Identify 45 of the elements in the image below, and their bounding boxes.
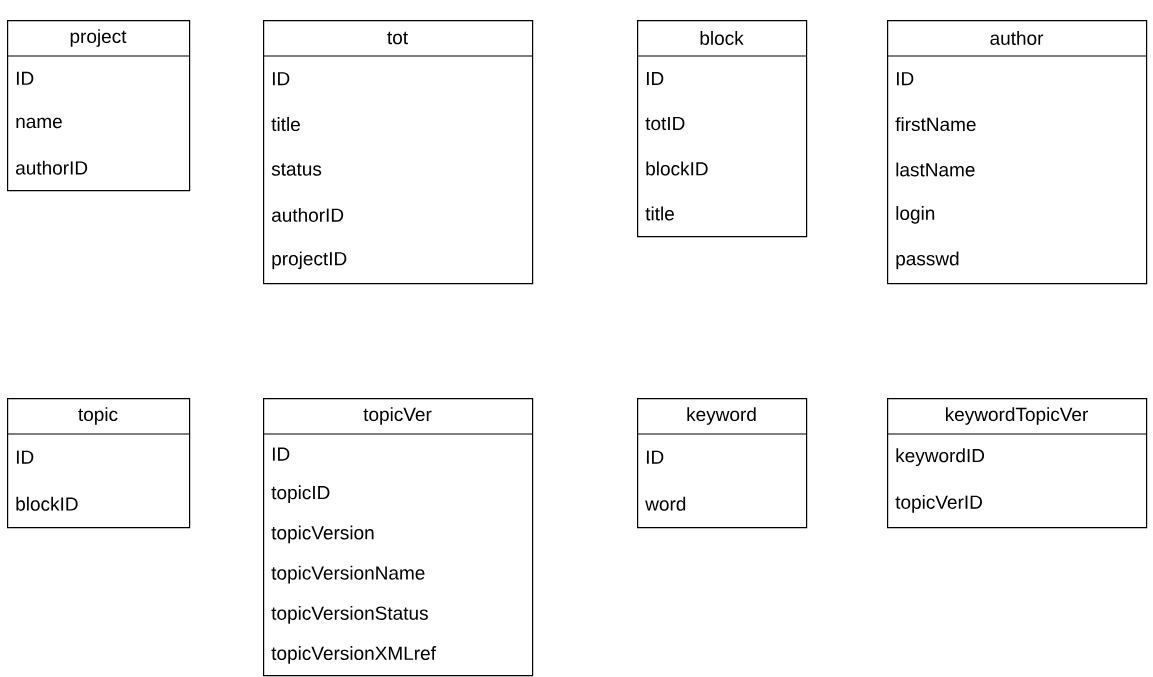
field-name: totID (645, 116, 685, 131)
field-name: projectID (272, 251, 347, 270)
field-name: ID (896, 72, 914, 86)
table-header: tot (387, 31, 408, 45)
table-header: keywordTopicVer (946, 407, 1088, 425)
field-name: topicVersionStatus (271, 605, 428, 624)
field-name: blockID (646, 161, 708, 176)
table-header: topic (78, 407, 118, 425)
field-name: passwd (896, 251, 959, 270)
table-box (6, 398, 191, 529)
field-name: ID (16, 450, 34, 464)
table-box (6, 20, 191, 192)
field-name: blockID (16, 496, 78, 511)
field-name: topicVersion (271, 525, 374, 544)
field-name: ID (272, 447, 290, 461)
table-header: topicVer (363, 407, 432, 425)
field-name: authorID (16, 160, 88, 175)
field-name: ID (646, 450, 664, 464)
table-header: author (990, 31, 1044, 45)
table-box (262, 398, 534, 677)
field-name: login (896, 206, 935, 224)
field-name: title (645, 206, 674, 221)
field-name: ID (272, 72, 290, 86)
table-header: keyword (687, 407, 756, 425)
field-name: topicID (271, 485, 330, 504)
field-name: title (271, 117, 300, 132)
field-name: firstName (895, 117, 976, 132)
table-box (886, 20, 1148, 285)
field-name: word (645, 496, 686, 511)
field-name: lastName (896, 162, 975, 177)
field-name: ID (646, 71, 664, 86)
field-name: topicVersionXMLref (271, 646, 436, 664)
table-box (262, 20, 534, 285)
field-name: keywordID (896, 448, 985, 467)
field-name: ID (16, 71, 34, 85)
table-box (886, 398, 1148, 529)
table-box (636, 20, 808, 238)
field-name: topicVersionName (271, 565, 425, 584)
field-name: status (271, 163, 322, 176)
field-name: topicVerID (895, 494, 982, 513)
table-header: project (70, 29, 127, 47)
table-box (636, 398, 808, 529)
field-name: authorID (272, 207, 344, 222)
field-name: name (16, 117, 62, 129)
table-header: block (700, 31, 744, 45)
